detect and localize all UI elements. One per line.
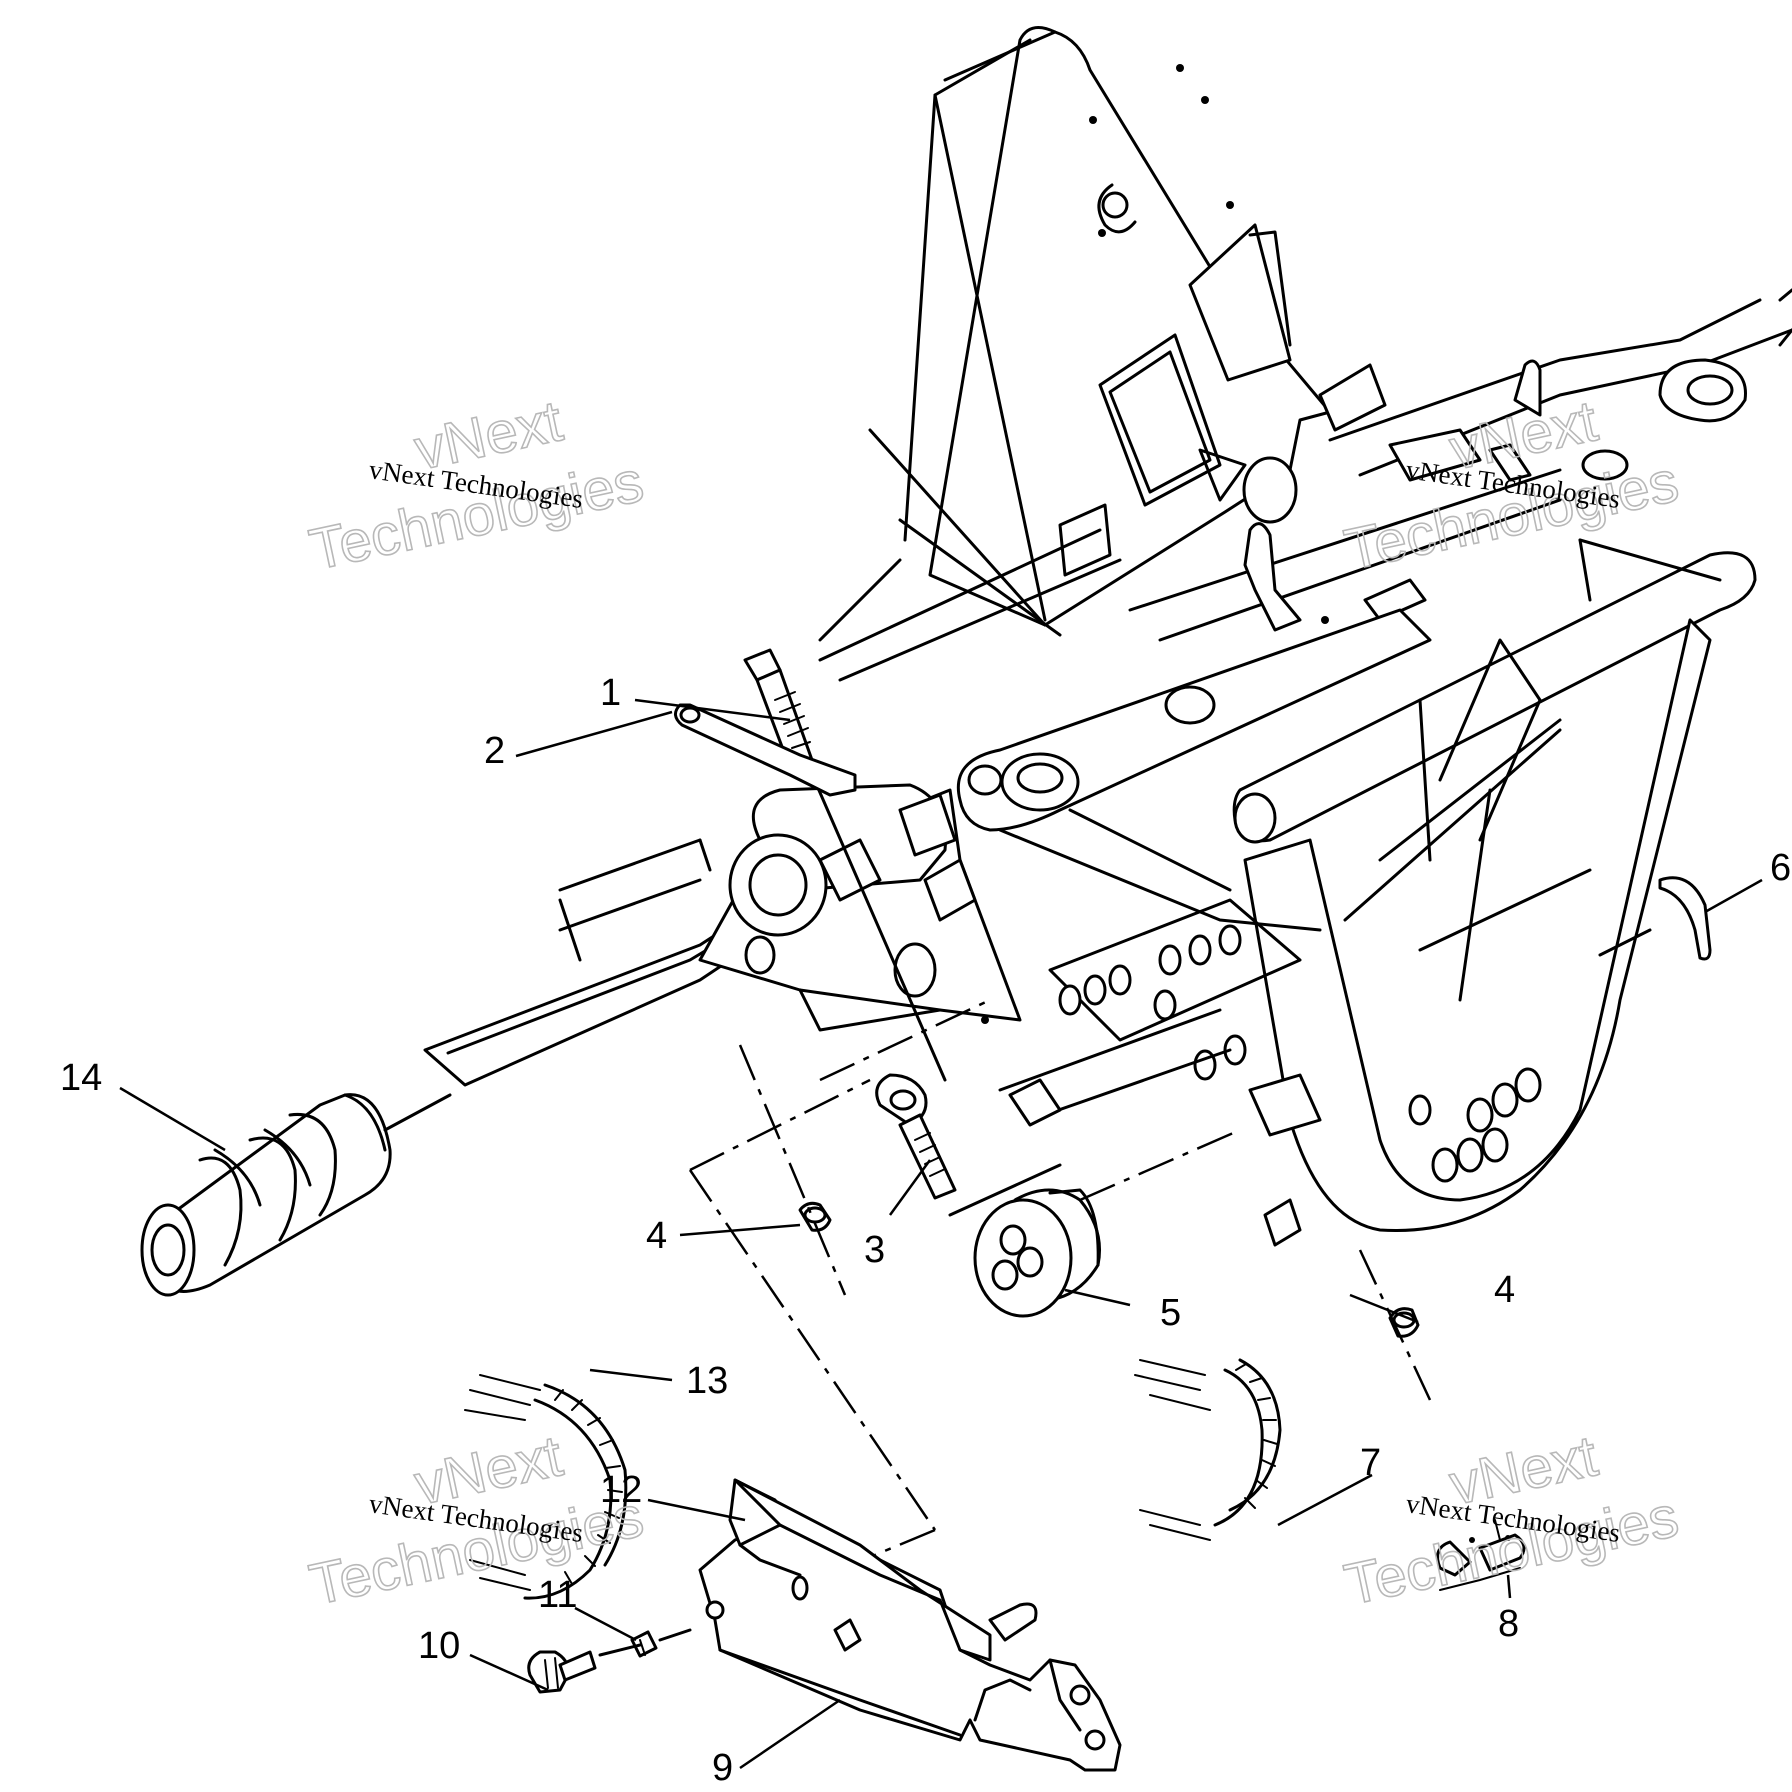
part-8-chain-link — [1436, 1519, 1526, 1591]
part-6-clip — [1658, 876, 1712, 961]
frame-rails — [818, 288, 1792, 682]
part-2-strap — [674, 703, 857, 797]
callout-10: 10 — [418, 1625, 460, 1667]
callout-3: 3 — [864, 1229, 885, 1271]
frame-upright-plate — [903, 26, 1387, 627]
part-7-track-chain — [1134, 1358, 1282, 1541]
watermark-top-left: vNext Technologies vNext Technologies — [303, 388, 649, 584]
callout-8: 8 — [1498, 1603, 1519, 1645]
part-5-idler-wheel — [973, 1188, 1102, 1318]
callout-9: 9 — [712, 1747, 733, 1789]
part-11-nut-small — [630, 1630, 658, 1658]
callout-labels: 1 2 3 4 4 5 6 7 8 9 10 11 12 13 14 — [60, 672, 1791, 1789]
callout-14: 14 — [60, 1057, 102, 1099]
callout-1: 1 — [600, 672, 621, 714]
callout-5: 5 — [1160, 1292, 1181, 1334]
callout-2: 2 — [484, 730, 505, 772]
part-3-bolt-washer — [875, 1073, 957, 1200]
callout-7: 7 — [1360, 1442, 1381, 1484]
callout-4-left: 4 — [646, 1215, 667, 1257]
callout-13: 13 — [686, 1360, 728, 1402]
callout-6: 6 — [1770, 847, 1791, 889]
part-10-screw — [527, 1650, 597, 1694]
callout-4-right: 4 — [1494, 1269, 1515, 1311]
frame-hitch-block — [698, 783, 1022, 1032]
part-9-guard — [698, 1518, 1122, 1772]
callout-11: 11 — [538, 1574, 577, 1616]
leader-lines — [119, 698, 1763, 1770]
assembly-centerlines — [383, 928, 1652, 1657]
callout-12: 12 — [600, 1469, 642, 1511]
part-12-guard-bracket — [728, 1478, 1038, 1662]
watermark-bottom-right: vNext Technologies vNext Technologies — [1338, 1423, 1684, 1619]
frame-pivot-arm — [956, 608, 1432, 932]
part-14-rubber-roller — [140, 1093, 392, 1297]
frame-bumper — [1232, 538, 1757, 1232]
part-13-track-chain — [464, 1374, 628, 1600]
